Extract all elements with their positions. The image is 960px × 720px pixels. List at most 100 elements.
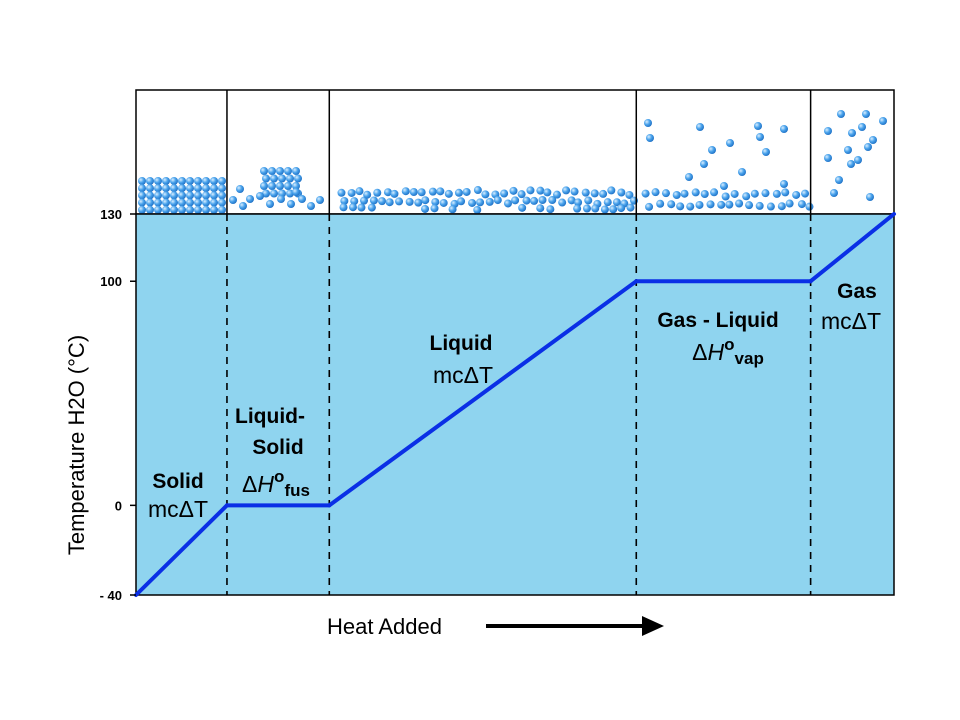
solid-particle [178, 198, 186, 207]
label-solid: Solid mcΔT [148, 470, 208, 522]
solid-particle [146, 205, 154, 214]
gas-particle [835, 176, 843, 184]
liquid-particle [481, 190, 490, 199]
solid-particle [210, 191, 218, 200]
gas-particle [858, 123, 866, 131]
gas-particle [700, 160, 708, 168]
svg-text:ΔHofus: ΔHofus [242, 467, 310, 500]
liquid-particle [590, 189, 599, 198]
label-liquid: Liquid mcΔT [430, 332, 494, 388]
solid-particle [218, 177, 226, 185]
svg-text:Liquid-: Liquid- [235, 405, 305, 428]
solid-particle [162, 191, 170, 200]
liquid-particle [543, 188, 552, 197]
liquid-particle [468, 198, 477, 207]
liquid-particle [797, 200, 806, 209]
liquid-particle [538, 196, 547, 205]
label-gas-liquid: Gas - Liquid ΔHovap [657, 309, 778, 368]
solid-particle [170, 177, 178, 185]
liquid-particle [373, 188, 382, 197]
liquid-particle [695, 200, 704, 209]
liquid-particle [573, 204, 582, 213]
solid-particle [270, 174, 278, 183]
solid-particle [292, 167, 300, 175]
gas-particle [848, 129, 856, 137]
liquid-particle [246, 195, 254, 203]
liquid-particle [236, 185, 244, 193]
gas-particle [824, 154, 832, 162]
liquid-particle [641, 189, 650, 198]
solid-particle [284, 182, 292, 190]
solid-particle [202, 177, 210, 185]
liquid-particle [390, 189, 399, 198]
liquid-particle [383, 188, 392, 197]
solid-particle [194, 205, 202, 214]
solid-particle [146, 184, 154, 193]
y-tick-label: - 40 [100, 588, 122, 603]
solid-particle [276, 167, 284, 175]
solid-particle [178, 184, 186, 193]
liquid-particle [462, 187, 471, 196]
solid-particle [194, 198, 202, 207]
liquid-particle [357, 203, 366, 212]
gas-particle [720, 182, 728, 190]
liquid-particle [431, 197, 440, 206]
liquid-particle [500, 189, 509, 198]
particle-illustrations [138, 110, 887, 214]
gas-particle [644, 119, 652, 127]
liquid-particle [363, 190, 372, 199]
heating-curve [134, 212, 896, 597]
liquid-particle [367, 203, 376, 212]
plot-area [135, 213, 895, 596]
liquid-particle [229, 196, 237, 204]
liquid-particle [562, 186, 571, 195]
liquid-particle [617, 204, 626, 213]
liquid-particle [485, 197, 494, 206]
liquid-particle [676, 202, 685, 211]
liquid-particle [570, 187, 579, 196]
liquid-particle [548, 196, 557, 205]
solid-particle [186, 205, 194, 214]
solid-particle [138, 184, 146, 193]
solid-particle [276, 182, 284, 190]
solid-particle [178, 177, 186, 185]
liquid-particle [717, 200, 726, 209]
liquid-particle [582, 204, 591, 213]
liquid-particle [680, 189, 689, 198]
solid-particle [138, 198, 146, 207]
liquid-particle [625, 190, 634, 199]
liquid-particle [307, 202, 315, 210]
gas-particle [780, 180, 788, 188]
liquid-particle [340, 196, 349, 205]
solid-particle [154, 198, 162, 207]
right-arrow-icon [486, 616, 664, 636]
solid-particle [154, 184, 162, 193]
liquid-particle [536, 204, 545, 213]
solid-particle [138, 191, 146, 200]
solid-particle [146, 191, 154, 200]
svg-text:Gas - Liquid: Gas - Liquid [657, 309, 778, 332]
label-gas: Gas mcΔT [821, 280, 881, 334]
liquid-particle [600, 205, 609, 214]
svg-text:Gas: Gas [837, 280, 877, 303]
liquid-particle [454, 188, 463, 197]
solid-particle [292, 182, 300, 190]
liquid-particle [667, 200, 676, 209]
liquid-particle [706, 200, 715, 209]
liquid-particle [581, 188, 590, 197]
liquid-particle [755, 201, 764, 210]
liquid-particle [473, 186, 482, 195]
solid-particle [146, 177, 154, 185]
liquid-particle [567, 196, 576, 205]
liquid-particle [436, 187, 445, 196]
solid-particle [286, 189, 294, 198]
svg-text:Solid: Solid [252, 436, 303, 459]
liquid-particle [599, 189, 608, 198]
curve-segment-gas [808, 212, 896, 284]
solid-particle [210, 177, 218, 185]
liquid-particle [369, 196, 378, 205]
gas-particle [869, 136, 877, 144]
liquid-particle [612, 198, 621, 207]
gas-particle [762, 148, 770, 156]
liquid-particle [473, 205, 482, 214]
